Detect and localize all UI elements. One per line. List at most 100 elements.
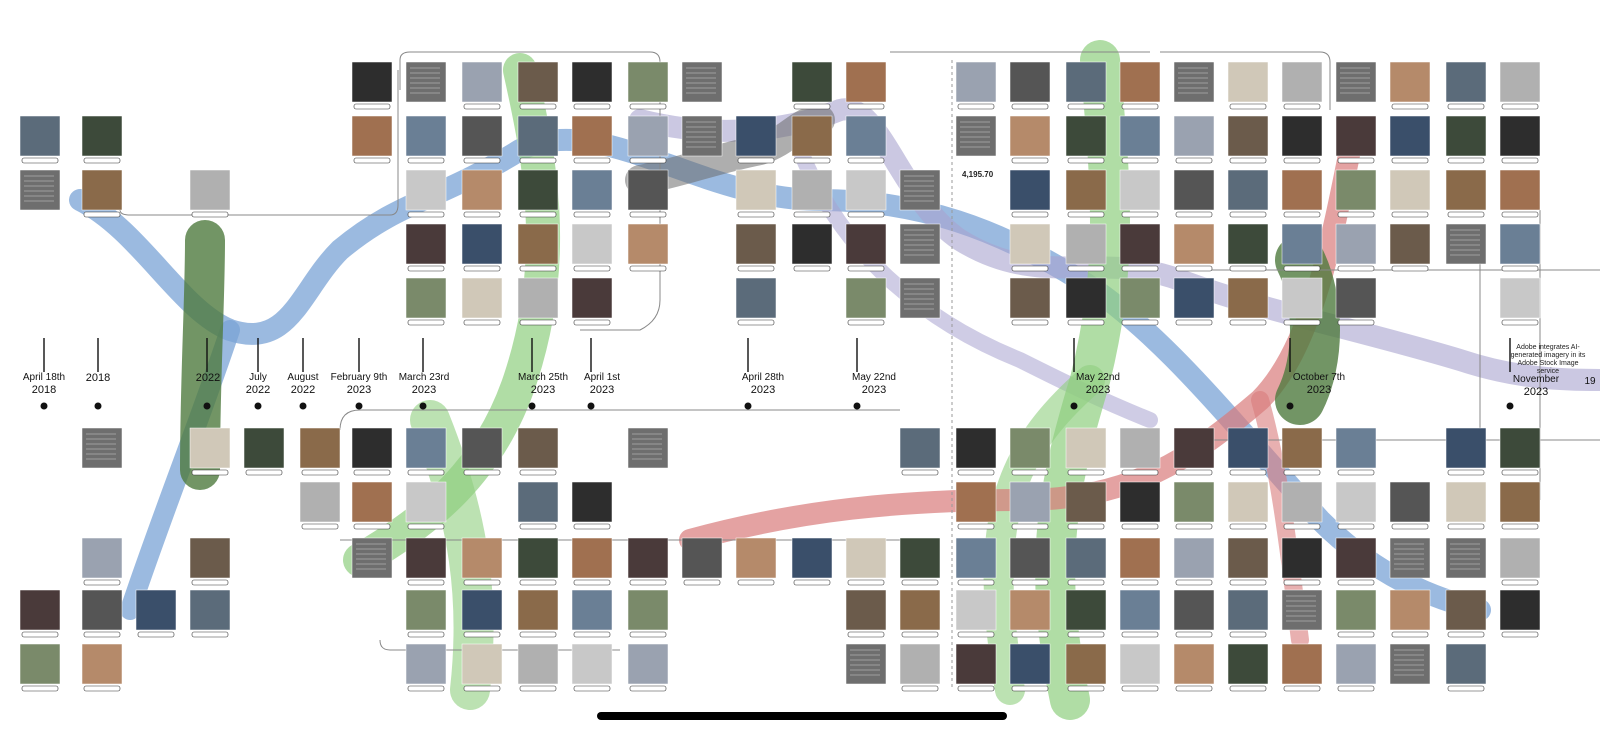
image-thumbnail xyxy=(1389,61,1431,110)
thumbnail-image xyxy=(1227,643,1269,685)
date-day: May 22nd xyxy=(852,372,896,383)
caption-box xyxy=(847,103,885,110)
caption-box xyxy=(1229,469,1267,476)
thumbnail-image xyxy=(1499,61,1541,103)
thumbnail-image xyxy=(627,223,669,265)
caption-box xyxy=(629,103,667,110)
image-thumbnail xyxy=(189,169,231,218)
caption-box xyxy=(793,579,831,586)
thumbnail-image xyxy=(845,61,887,103)
thumbnail-image xyxy=(1499,277,1541,319)
image-thumbnail xyxy=(1389,115,1431,164)
image-thumbnail xyxy=(81,169,123,218)
connector-line xyxy=(339,409,900,431)
image-thumbnail xyxy=(899,537,941,586)
date-year: 2023 xyxy=(1523,386,1549,398)
image-thumbnail xyxy=(1335,589,1377,638)
thumbnail-image xyxy=(1389,589,1431,631)
caption-box xyxy=(629,631,667,638)
date-year: 2022 xyxy=(245,384,271,396)
connector-line xyxy=(379,639,620,651)
caption-box xyxy=(1067,211,1105,218)
caption-box xyxy=(463,211,501,218)
text-panel xyxy=(1445,223,1487,265)
thumbnail-image xyxy=(571,481,613,523)
caption-box xyxy=(957,579,995,586)
text-panel xyxy=(899,169,941,211)
caption-box xyxy=(463,685,501,692)
image-thumbnail xyxy=(461,223,503,272)
image-thumbnail xyxy=(1281,427,1323,476)
thumbnail-image xyxy=(1281,643,1323,685)
caption-box xyxy=(1447,631,1485,638)
thumbnail-image xyxy=(1389,223,1431,265)
image-thumbnail xyxy=(1009,427,1051,476)
thumbnail-image xyxy=(571,589,613,631)
image-thumbnail xyxy=(791,61,833,110)
thumbnail-image xyxy=(1009,277,1051,319)
text-panel-bg xyxy=(681,115,723,157)
caption-box xyxy=(1283,211,1321,218)
caption-box xyxy=(1011,211,1049,218)
image-thumbnail xyxy=(1009,61,1051,110)
scroll-bar[interactable] xyxy=(597,712,1007,720)
image-thumbnail xyxy=(1119,169,1161,218)
caption-box xyxy=(137,631,175,638)
caption-box xyxy=(1067,103,1105,110)
image-thumbnail xyxy=(405,427,447,476)
caption-box xyxy=(901,685,939,692)
thumbnail-image xyxy=(351,115,393,157)
thumbnail-image xyxy=(405,481,447,523)
date-year: 2018 xyxy=(31,384,57,396)
caption-box xyxy=(353,523,391,530)
image-thumbnail xyxy=(81,589,123,638)
caption-box xyxy=(847,211,885,218)
image-thumbnail xyxy=(1499,481,1541,530)
date-day: April 1st xyxy=(583,372,621,383)
image-thumbnail xyxy=(571,223,613,272)
image-thumbnail xyxy=(19,643,61,692)
text-panel-bg xyxy=(19,169,61,211)
caption-box xyxy=(1447,685,1485,692)
date-day: April 28th xyxy=(741,372,785,383)
thumbnail-image xyxy=(791,223,833,265)
image-thumbnail xyxy=(1499,223,1541,272)
timeline-dot xyxy=(1070,402,1078,410)
thumbnail-image xyxy=(351,61,393,103)
image-thumbnail xyxy=(1335,169,1377,218)
caption-box xyxy=(1229,631,1267,638)
caption-box xyxy=(847,265,885,272)
thumbnail-image xyxy=(461,427,503,469)
caption-box xyxy=(1501,579,1539,586)
image-thumbnail xyxy=(1227,115,1269,164)
caption-box xyxy=(463,579,501,586)
text-panel-bg xyxy=(1173,61,1215,103)
image-thumbnail xyxy=(19,589,61,638)
date-year: 2023 xyxy=(411,384,437,396)
thumbnail-image xyxy=(517,169,559,211)
caption-box xyxy=(1229,523,1267,530)
caption-box xyxy=(957,631,995,638)
image-thumbnail xyxy=(627,589,669,638)
caption-box xyxy=(1283,157,1321,164)
text-panel xyxy=(351,537,393,579)
caption-box xyxy=(573,319,611,326)
date-year: 2023 xyxy=(1306,384,1332,396)
thumbnail-image xyxy=(1119,643,1161,685)
caption-box xyxy=(1121,157,1159,164)
caption-box xyxy=(793,103,831,110)
image-thumbnail xyxy=(1119,481,1161,530)
caption-box xyxy=(1391,523,1429,530)
caption-box xyxy=(83,631,121,638)
thumbnail-image xyxy=(461,643,503,685)
thumbnail-image xyxy=(1445,427,1487,469)
thumbnail-image xyxy=(1281,115,1323,157)
text-panel-bg xyxy=(899,277,941,319)
image-thumbnail xyxy=(517,537,559,586)
thumbnail-image xyxy=(1173,277,1215,319)
caption-box xyxy=(519,157,557,164)
caption-box xyxy=(1337,579,1375,586)
caption-box xyxy=(1337,631,1375,638)
